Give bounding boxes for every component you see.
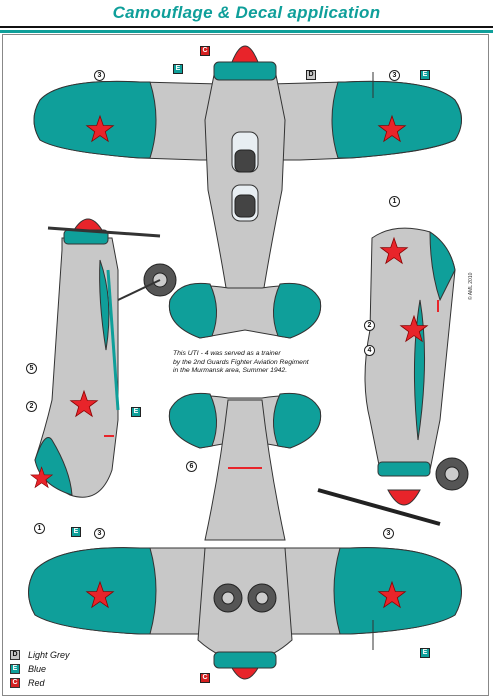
legend-item-grey: D Light Grey [10, 648, 130, 662]
side-view-right [317, 227, 469, 526]
tag-blue: E [173, 64, 183, 74]
tag-blue: E [420, 70, 430, 80]
callout-3: 3 [94, 70, 105, 81]
callout-1: 1 [389, 196, 400, 207]
tag-grey: D [306, 70, 316, 80]
note-line-1: This UTI - 4 was served as a trainer [173, 350, 281, 357]
legend-label-red: Red [28, 678, 45, 688]
tag-red: C [200, 673, 210, 683]
note-line-2: by the 2nd Guards Fighter Aviation Regim… [173, 358, 309, 366]
callout-6: 6 [186, 461, 197, 472]
callout-1: 1 [34, 523, 45, 534]
legend-swatch-blue: E [10, 664, 20, 674]
upper-spinner [231, 45, 259, 63]
top-view-upper [33, 45, 462, 339]
header: Camouflage & Decal application [0, 0, 493, 33]
legend-item-red: C Red [10, 676, 130, 690]
upper-fuselage [204, 63, 286, 301]
color-legend: D Light Grey E Blue C Red [10, 648, 130, 690]
tag-red: C [200, 46, 210, 56]
tag-blue: E [420, 648, 430, 658]
side-view-left [30, 218, 177, 498]
callout-3: 3 [389, 70, 400, 81]
legend-label-blue: Blue [28, 664, 47, 674]
callout-2: 2 [26, 401, 37, 412]
page-title: Camouflage & Decal application [112, 3, 381, 22]
history-note: This UTI - 4 was served as a trainer by … [173, 350, 373, 376]
callout-4: 4 [364, 345, 375, 356]
tag-blue: E [131, 407, 141, 417]
callout-5: 5 [26, 363, 37, 374]
callout-2: 2 [364, 320, 375, 331]
upper-cowling [213, 61, 277, 81]
legend-item-blue: E Blue [10, 662, 130, 676]
tag-blue: E [71, 527, 81, 537]
left-wingtip-blue [33, 80, 157, 159]
copyright: © AML 2010 [468, 272, 474, 300]
legend-swatch-grey: D [10, 650, 20, 660]
callout-3: 3 [383, 528, 394, 539]
callout-3: 3 [94, 528, 105, 539]
header-rule-black [0, 26, 493, 28]
bottom-view-lower [28, 392, 462, 680]
right-wingtip-blue [331, 80, 462, 159]
note-line-3: in the Murmansk area, Summer 1942. [173, 367, 288, 375]
header-rule-teal [0, 30, 493, 33]
legend-label-grey: Light Grey [28, 650, 70, 660]
legend-swatch-red: C [10, 678, 20, 688]
